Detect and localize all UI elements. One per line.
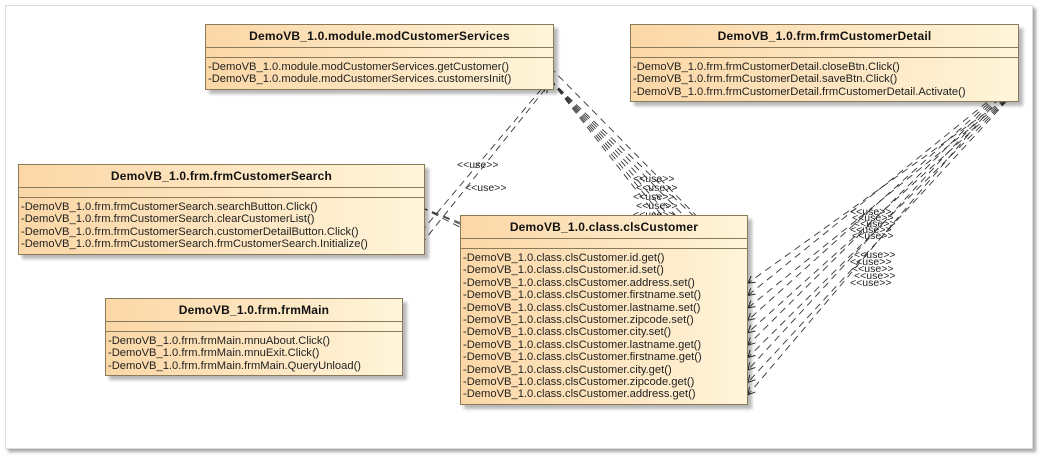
operation[interactable]: -DemoVB_1.0.frm.frmMain.mnuExit.Click(): [108, 347, 320, 360]
operation[interactable]: -DemoVB_1.0.frm.frmCustomerDetail.saveBt…: [633, 73, 898, 86]
operation[interactable]: -DemoVB_1.0.class.clsCustomer.city.set(): [463, 326, 672, 339]
class-box-modCustomerServices[interactable]: DemoVB_1.0.module.modCustomerServices -D…: [205, 24, 554, 90]
operation[interactable]: -DemoVB_1.0.frm.frmCustomerSearch.custom…: [21, 225, 359, 238]
attributes-compartment: [206, 48, 553, 58]
operations-compartment: -DemoVB_1.0.class.clsCustomer.id.get() -…: [461, 249, 747, 404]
class-name: DemoVB_1.0.frm.frmCustomerSearch: [19, 165, 424, 188]
operation[interactable]: -DemoVB_1.0.class.clsCustomer.firstname.…: [463, 351, 702, 364]
operation[interactable]: -DemoVB_1.0.class.clsCustomer.zipcode.ge…: [463, 376, 695, 389]
operation[interactable]: -DemoVB_1.0.class.clsCustomer.id.set(): [463, 264, 664, 277]
operation[interactable]: -DemoVB_1.0.class.clsCustomer.lastname.s…: [463, 301, 701, 314]
class-box-frmCustomerDetail[interactable]: DemoVB_1.0.frm.frmCustomerDetail -DemoVB…: [630, 24, 1019, 103]
operation[interactable]: -DemoVB_1.0.frm.frmCustomerDetail.closeB…: [633, 61, 900, 73]
operation[interactable]: -DemoVB_1.0.class.clsCustomer.zipcode.se…: [463, 314, 694, 327]
operation[interactable]: -DemoVB_1.0.module.modCustomerServices.g…: [208, 61, 509, 73]
operations-compartment: -DemoVB_1.0.frm.frmMain.mnuAbout.Click()…: [106, 332, 402, 375]
operation[interactable]: -DemoVB_1.0.class.clsCustomer.address.ge…: [463, 388, 696, 401]
attributes-compartment: [461, 239, 747, 249]
operation[interactable]: -DemoVB_1.0.frm.frmCustomerSearch.frmCus…: [21, 238, 368, 251]
class-name: DemoVB_1.0.class.clsCustomer: [461, 216, 747, 239]
operation[interactable]: -DemoVB_1.0.module.modCustomerServices.c…: [208, 73, 512, 86]
operation[interactable]: -DemoVB_1.0.frm.frmMain.frmMain.QueryUnl…: [108, 359, 362, 372]
operations-compartment: -DemoVB_1.0.frm.frmCustomerDetail.closeB…: [631, 58, 1018, 101]
class-name: DemoVB_1.0.module.modCustomerServices: [206, 25, 553, 48]
operations-compartment: -DemoVB_1.0.frm.frmCustomerSearch.search…: [19, 198, 424, 254]
operation[interactable]: -DemoVB_1.0.class.clsCustomer.firstname.…: [463, 289, 702, 302]
attributes-compartment: [19, 188, 424, 198]
operation[interactable]: -DemoVB_1.0.frm.frmMain.mnuAbout.Click(): [108, 335, 330, 347]
class-box-frmMain[interactable]: DemoVB_1.0.frm.frmMain -DemoVB_1.0.frm.f…: [105, 298, 403, 377]
operation[interactable]: -DemoVB_1.0.class.clsCustomer.city.get(): [463, 363, 672, 376]
operation[interactable]: -DemoVB_1.0.frm.frmCustomerSearch.clearC…: [21, 213, 315, 226]
operations-compartment: -DemoVB_1.0.module.modCustomerServices.g…: [206, 58, 553, 89]
operation[interactable]: -DemoVB_1.0.class.clsCustomer.id.get(): [463, 252, 665, 264]
operation[interactable]: -DemoVB_1.0.class.clsCustomer.address.se…: [463, 276, 695, 289]
attributes-compartment: [106, 322, 402, 332]
operation[interactable]: -DemoVB_1.0.frm.frmCustomerDetail.frmCus…: [633, 85, 966, 98]
class-box-frmCustomerSearch[interactable]: DemoVB_1.0.frm.frmCustomerSearch -DemoVB…: [18, 164, 425, 255]
class-name: DemoVB_1.0.frm.frmCustomerDetail: [631, 25, 1018, 48]
attributes-compartment: [631, 48, 1018, 58]
operation[interactable]: -DemoVB_1.0.frm.frmCustomerSearch.search…: [21, 201, 318, 213]
operation[interactable]: -DemoVB_1.0.class.clsCustomer.lastname.g…: [463, 338, 702, 351]
class-box-clsCustomer[interactable]: DemoVB_1.0.class.clsCustomer -DemoVB_1.0…: [460, 215, 748, 405]
class-name: DemoVB_1.0.frm.frmMain: [106, 299, 402, 322]
